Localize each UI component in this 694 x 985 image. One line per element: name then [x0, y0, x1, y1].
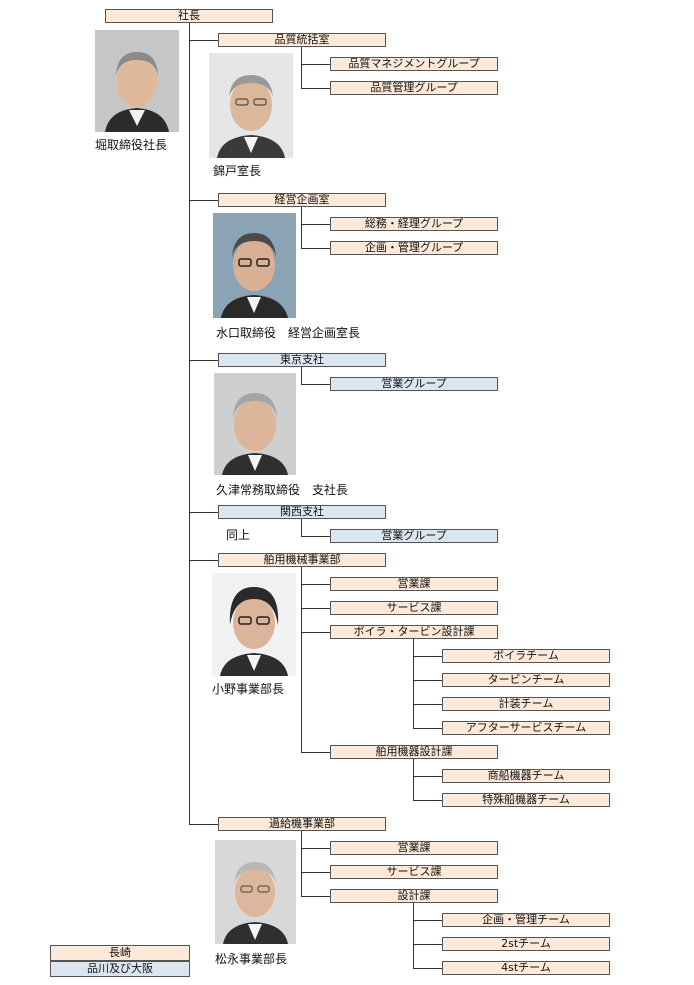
- team-boiler: ボイラチーム: [442, 649, 610, 663]
- kansai-g1-line: [301, 536, 330, 537]
- branch-quality: [189, 40, 218, 41]
- section-marine-equipment-design: 舶用機器設計課: [330, 745, 498, 759]
- team-instrumentation: 計装チーム: [442, 697, 610, 711]
- tokyo-g1-line: [301, 384, 330, 385]
- planning-g2-line: [301, 248, 330, 249]
- nishikido-photo: [209, 53, 293, 158]
- boiler-line: [413, 639, 414, 728]
- mizuguchi-photo: [213, 213, 296, 318]
- matsunaga-photo: [215, 840, 296, 944]
- quality-line: [301, 47, 302, 88]
- branch-marine: [189, 560, 218, 561]
- design-t2-line: [413, 944, 442, 945]
- kansai-head-caption: 同上: [226, 528, 251, 542]
- section-turbo-service: サービス課: [330, 865, 498, 879]
- president-photo: [95, 30, 179, 132]
- team-merchant-equipment: 商船機器チーム: [442, 769, 610, 783]
- tokyo-head-caption: 久津常務取締役 支社長: [216, 483, 349, 497]
- section-boiler-turbine-design: ボイラ・タービン設計課: [330, 625, 498, 639]
- boiler-t3-line: [413, 704, 442, 705]
- turbo-line: [301, 831, 302, 896]
- section-turbo-sales: 営業課: [330, 841, 498, 855]
- boiler-t1-line: [413, 656, 442, 657]
- marine-s2-line: [301, 608, 330, 609]
- branch-planning: [189, 200, 218, 201]
- president-caption: 堀取締役社長: [95, 138, 168, 152]
- division-kansai: 関西支社: [218, 505, 386, 519]
- team-planning-management: 企画・管理チーム: [442, 913, 610, 927]
- marine-s1-line: [301, 584, 330, 585]
- marine-head-caption: 小野事業部長: [212, 682, 285, 696]
- boiler-t4-line: [413, 728, 442, 729]
- group-planning-management: 企画・管理グループ: [330, 241, 498, 255]
- division-marine: 舶用機械事業部: [218, 553, 386, 567]
- section-turbo-design: 設計課: [330, 889, 498, 903]
- division-planning: 経営企画室: [218, 193, 386, 207]
- division-turbocharger: 過給機事業部: [218, 817, 386, 831]
- planning-head-caption: 水口取締役 経営企画室長: [216, 326, 361, 340]
- equipment-t1-line: [413, 776, 442, 777]
- turbo-s3-line: [301, 896, 330, 897]
- quality-g1-line: [301, 64, 330, 65]
- quality-g2-line: [301, 88, 330, 89]
- branch-tokyo: [189, 360, 218, 361]
- marine-s3-line: [301, 632, 330, 633]
- group-quality-control: 品質管理グループ: [330, 81, 498, 95]
- group-tokyo-sales: 営業グループ: [330, 377, 498, 391]
- planning-g1-line: [301, 224, 330, 225]
- tokyo-line: [301, 367, 302, 384]
- planning-line: [301, 207, 302, 248]
- team-turbine: タービンチーム: [442, 673, 610, 687]
- marine-line: [301, 567, 302, 752]
- trunk-line: [189, 23, 190, 825]
- boiler-t2-line: [413, 680, 442, 681]
- equipment-t2-line: [413, 800, 442, 801]
- group-general-affairs: 総務・経理グループ: [330, 217, 498, 231]
- turbo-s2-line: [301, 872, 330, 873]
- branch-turbo: [189, 824, 218, 825]
- ono-photo: [212, 573, 296, 676]
- section-marine-sales: 営業課: [330, 577, 498, 591]
- group-kansai-sales: 営業グループ: [330, 529, 498, 543]
- team-special-equipment: 特殊船機器チーム: [442, 793, 610, 807]
- quality-head-caption: 錦戸室長: [213, 164, 262, 178]
- division-quality: 品質統括室: [218, 33, 386, 47]
- turbo-s1-line: [301, 848, 330, 849]
- team-2st: 2stチーム: [442, 937, 610, 951]
- section-marine-service: サービス課: [330, 601, 498, 615]
- turbo-head-caption: 松永事業部長: [215, 952, 288, 966]
- team-4st: 4stチーム: [442, 961, 610, 975]
- design-line: [413, 903, 414, 968]
- kansai-line: [301, 519, 302, 536]
- division-tokyo: 東京支社: [218, 353, 386, 367]
- root-box: 社長: [105, 9, 273, 23]
- group-quality-management: 品質マネジメントグループ: [330, 57, 498, 71]
- team-after-service: アフターサービスチーム: [442, 721, 610, 735]
- branch-kansai: [189, 512, 218, 513]
- design-t1-line: [413, 920, 442, 921]
- kutsu-photo: [214, 373, 296, 475]
- legend-shinagawa-osaka: 品川及び大阪: [50, 961, 190, 977]
- design-t3-line: [413, 968, 442, 969]
- marine-s4-line: [301, 752, 330, 753]
- legend-nagasaki: 長崎: [50, 945, 190, 961]
- equipment-line: [413, 759, 414, 800]
